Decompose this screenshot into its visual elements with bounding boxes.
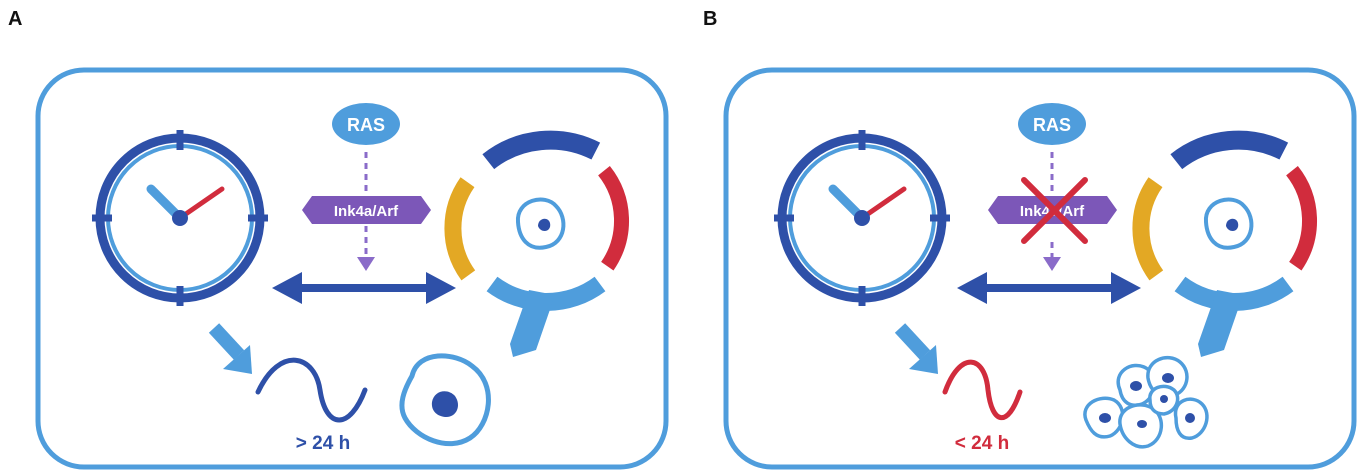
cell-cycle-magnifier-icon (1141, 140, 1310, 357)
ras-label: RAS (347, 115, 385, 135)
ink4a-arf-node: Ink4a/Arf (302, 196, 431, 224)
panel-a: RAS Ink4a/Arf (38, 70, 666, 467)
cell (1175, 399, 1206, 438)
coupling-double-arrow (957, 272, 1141, 304)
clock-icon (92, 130, 268, 306)
single-cell-icon (402, 356, 489, 444)
clock-output-arrow (900, 328, 938, 374)
period-label: < 24 h (955, 433, 1009, 454)
inhibition-arrowhead (1043, 257, 1061, 271)
coupling-double-arrow (272, 272, 456, 304)
cell (1150, 386, 1178, 414)
proliferating-cells-icon (1085, 358, 1207, 447)
clock-icon (774, 130, 950, 306)
panel-b: RAS Ink4a/Arf (726, 70, 1354, 467)
ras-node: RAS (1018, 103, 1086, 145)
oscillation-wave-icon (945, 362, 1020, 418)
oscillation-wave-icon (258, 360, 365, 420)
ras-label: RAS (1033, 115, 1071, 135)
ink4a-arf-label: Ink4a/Arf (334, 203, 399, 220)
period-label: > 24 h (296, 433, 350, 454)
cell-cycle-magnifier-icon (453, 140, 622, 357)
inhibition-arrowhead (357, 257, 375, 271)
cell (1085, 398, 1123, 437)
clock-output-arrow (214, 328, 252, 374)
ras-node: RAS (332, 103, 400, 145)
